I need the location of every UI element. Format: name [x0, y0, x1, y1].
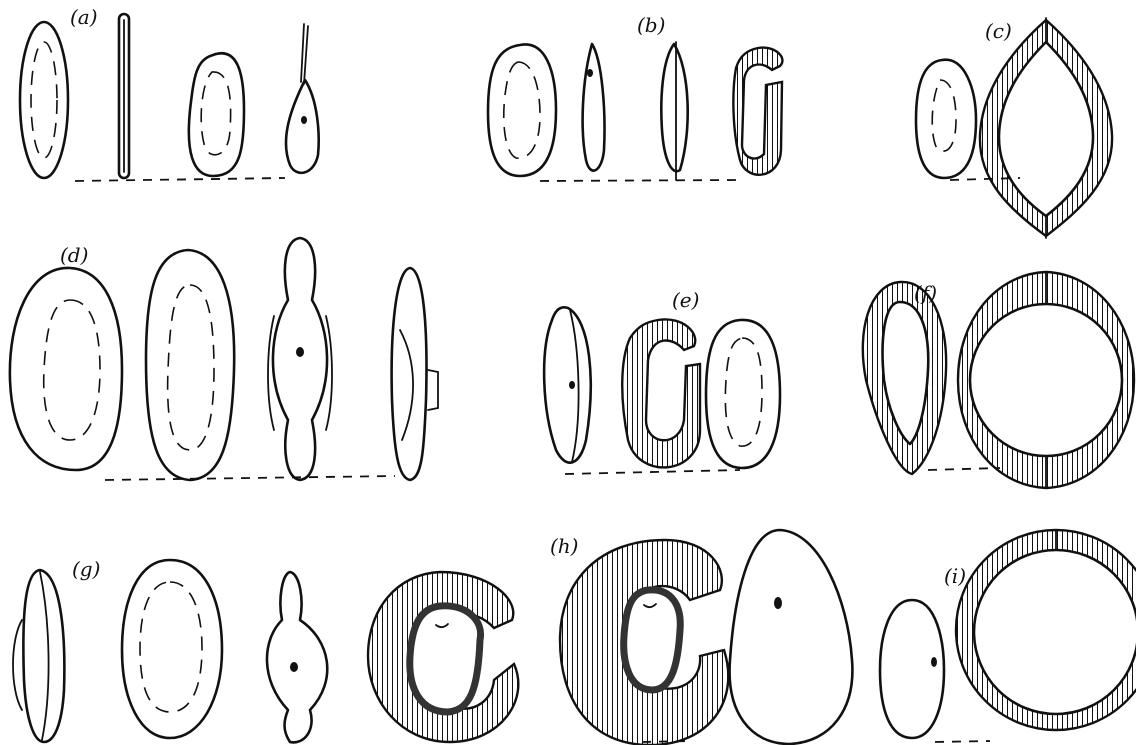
scale-line	[565, 470, 740, 474]
seed-hilum-view	[267, 572, 327, 742]
scale-line	[928, 468, 1000, 470]
hilum-dot	[301, 116, 307, 124]
hilum-dot	[931, 657, 937, 667]
label-h: (h)	[550, 534, 579, 558]
seed-section	[733, 48, 782, 175]
seed-face-view	[916, 60, 976, 178]
hilum-dot	[290, 662, 298, 672]
label-e: (e)	[672, 288, 699, 312]
figure-d	[10, 238, 438, 480]
figure-g	[13, 560, 518, 742]
label-c: (c)	[985, 19, 1012, 43]
seed-face-view	[730, 530, 853, 744]
seed-face-view	[20, 22, 68, 178]
figure-i	[880, 530, 1136, 742]
seed-face-view	[488, 44, 556, 176]
figure-h	[560, 530, 852, 745]
figure-c	[916, 18, 1112, 238]
scale-line	[642, 741, 690, 742]
seed-section-cavity	[974, 550, 1136, 714]
figure-e	[544, 307, 780, 474]
label-d: (d)	[60, 243, 88, 267]
label-b: (b)	[637, 13, 665, 37]
label-g: (g)	[72, 557, 100, 581]
seed-edge-view	[544, 307, 591, 462]
seed-face-view	[122, 560, 222, 738]
seed-section-cavity	[970, 304, 1122, 456]
scale-line	[105, 476, 395, 480]
figure-a	[20, 14, 319, 181]
figure-f	[863, 272, 1134, 488]
seed-edge-view	[392, 268, 427, 480]
embryo	[624, 590, 681, 690]
seed-edge-view	[661, 44, 687, 171]
hilum-dot	[774, 597, 782, 609]
hilum-dot	[296, 347, 304, 357]
seed-section	[622, 319, 700, 467]
scale-line	[75, 178, 285, 181]
scale-line	[540, 180, 740, 181]
label-i: (i)	[944, 564, 966, 588]
figure-b	[488, 42, 782, 181]
seed-hilum-view	[273, 238, 327, 480]
seed-face-view	[880, 600, 944, 738]
label-a: (a)	[70, 5, 98, 29]
seed-hilum-view	[286, 80, 319, 173]
seed-edge-view	[583, 44, 605, 171]
scale-line	[935, 741, 990, 742]
embryo	[410, 606, 481, 712]
